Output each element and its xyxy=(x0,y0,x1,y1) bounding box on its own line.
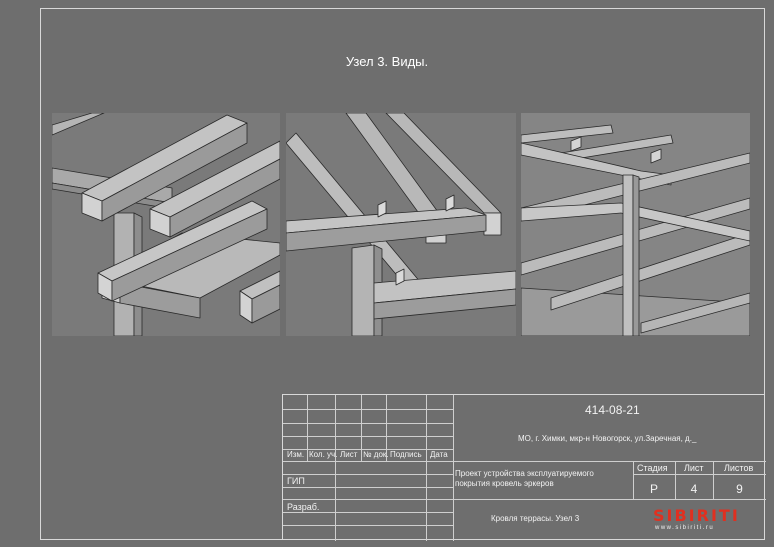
project-code: 414-08-21 xyxy=(585,403,640,417)
view-isometric-2 xyxy=(286,113,516,336)
col-header-kol-uch: Кол. уч. xyxy=(309,450,338,459)
sheet-label: Лист xyxy=(684,463,704,473)
col-header-list: Лист xyxy=(340,450,358,459)
col-header-nom-dok: № док. xyxy=(363,450,389,459)
role-gip: ГИП xyxy=(287,476,305,486)
sheet-value: 4 xyxy=(690,482,698,496)
project-name: Проект устройства эксплуатируемого покры… xyxy=(455,469,594,489)
sheets-label: Листов xyxy=(724,463,754,473)
sheet-frame xyxy=(40,8,765,540)
company-site: www.sibiriti.ru xyxy=(655,525,715,531)
company-logo: SIBIRITI xyxy=(653,506,740,525)
sheet-name: Кровля террасы. Узел 3 xyxy=(491,514,580,523)
col-header-izm: Изм. xyxy=(287,450,305,459)
sheet-title: Узел 3. Виды. xyxy=(345,54,429,69)
role-razrab: Разраб. xyxy=(287,502,320,512)
title-block: Изм. Кол. уч. Лист № док. Подпись Дата Г… xyxy=(282,394,766,541)
object-address: МО, г. Химки, мкр-н Новогорск, ул.Заречн… xyxy=(518,434,697,443)
view-isometric-1 xyxy=(52,113,280,336)
col-header-podpis: Подпись xyxy=(390,450,422,459)
view-isometric-3 xyxy=(521,113,750,336)
stage-label: Стадия xyxy=(637,463,668,473)
col-header-data: Дата xyxy=(430,450,448,459)
stage-value: Р xyxy=(649,482,658,496)
sheets-value: 9 xyxy=(736,482,743,496)
